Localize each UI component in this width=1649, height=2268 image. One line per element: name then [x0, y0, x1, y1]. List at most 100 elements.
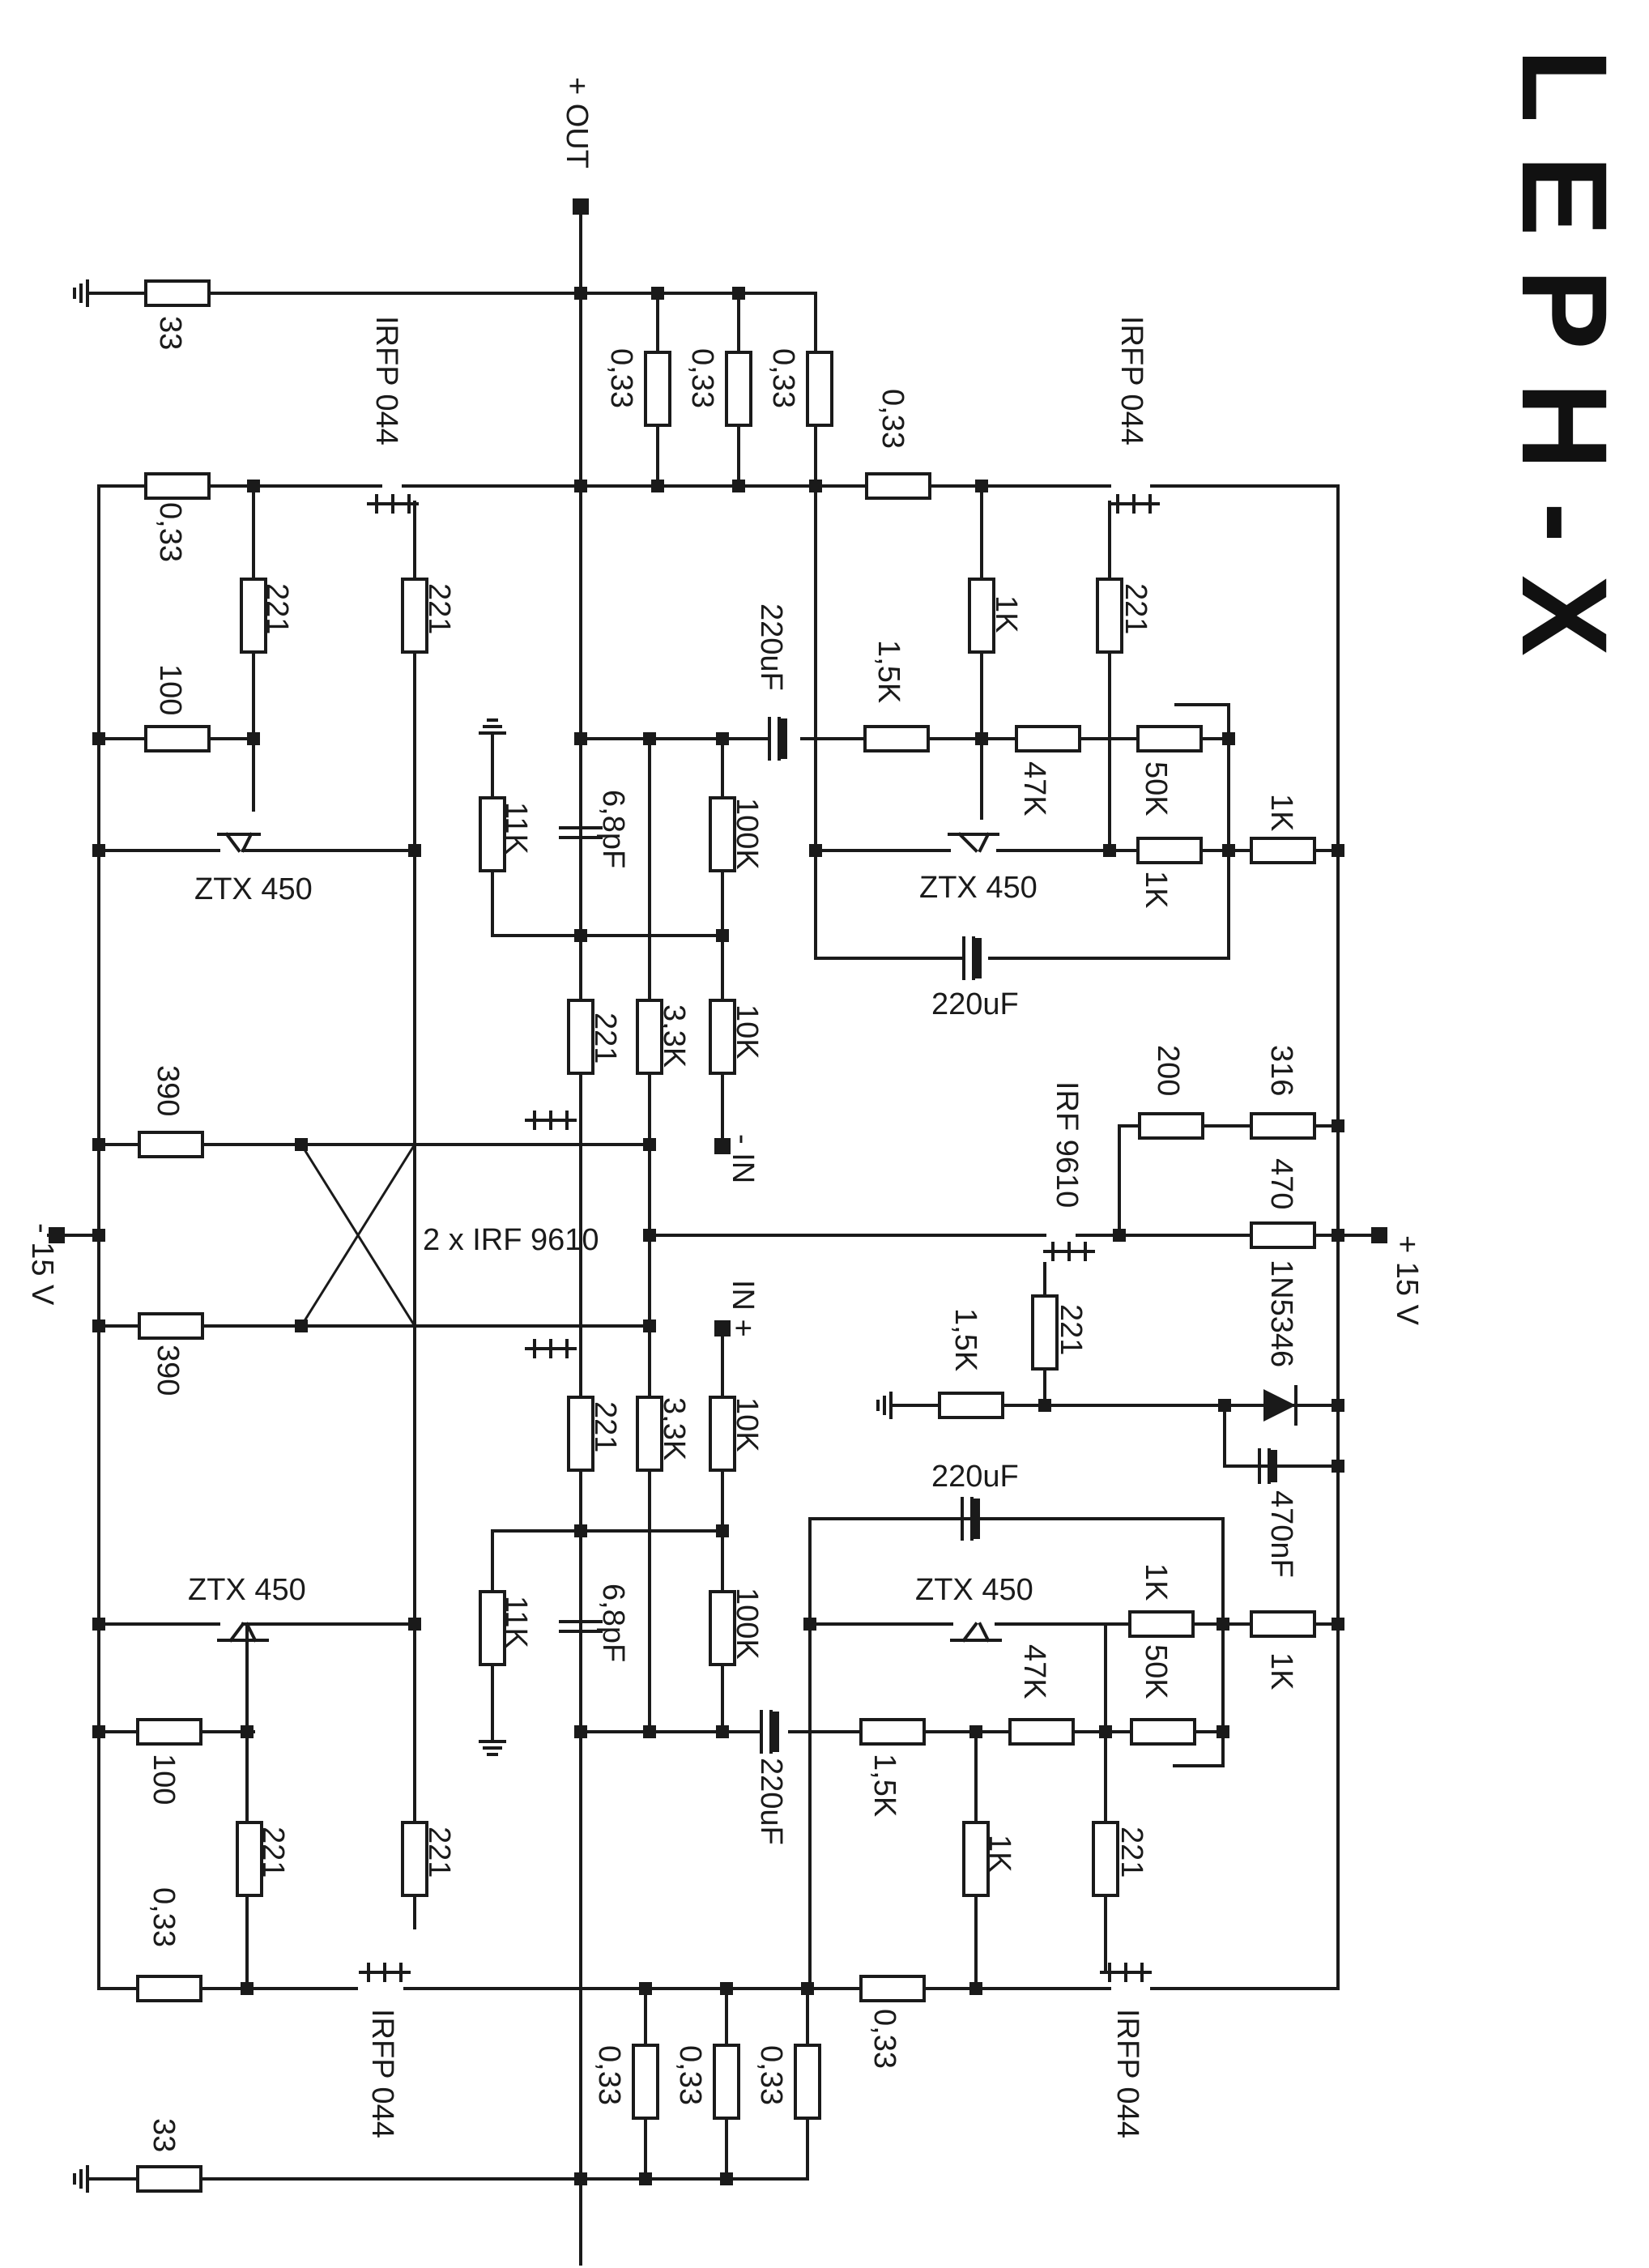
resistor-bot-par2	[713, 2044, 740, 2120]
label-top-par3: 0,33	[766, 348, 800, 408]
junction-dot	[247, 732, 260, 745]
junction-dot	[732, 480, 745, 492]
label-top-left-033: 0,33	[153, 502, 187, 562]
junction-dot	[1332, 1119, 1344, 1132]
label-pair: 2 x IRF 9610	[423, 1223, 599, 1257]
resistor-470	[1250, 1221, 1316, 1249]
resistor-top-221-right	[1096, 578, 1123, 654]
junction-dot	[969, 1725, 982, 1738]
junction-dot	[241, 1725, 254, 1738]
resistor-bot-100k	[709, 1590, 736, 1666]
ground-bot-left-icon	[73, 2165, 89, 2193]
label-top-100k: 100K	[730, 798, 764, 870]
junction-dot	[716, 929, 729, 942]
junction-dot	[1103, 844, 1116, 857]
mosfet-pair-bot	[525, 1339, 577, 1358]
label-top-par1: 0,33	[604, 348, 638, 408]
label-390-bot: 390	[151, 1345, 185, 1396]
bjt-top-left	[217, 832, 261, 853]
label-top-221-gate: 221	[588, 1013, 622, 1064]
label-bot-1k-rail: 1K	[1264, 1652, 1298, 1690]
resistor-390-top	[138, 1131, 204, 1158]
junction-dot	[639, 1982, 652, 1995]
resistor-top-100k	[709, 796, 736, 872]
label-top-par2: 0,33	[685, 348, 719, 408]
label-470nf: 470nF	[1264, 1490, 1298, 1578]
junction-dot	[574, 929, 587, 942]
label-top-15k: 1,5K	[871, 640, 905, 703]
label-top-bjt-right: ZTX 450	[919, 871, 1038, 905]
resistor-top-10k	[709, 999, 736, 1075]
label-pot200: 200	[1151, 1045, 1185, 1096]
junction-dot	[643, 732, 656, 745]
junction-dot	[92, 1725, 105, 1738]
label-bot-33k: 3,3K	[657, 1397, 691, 1460]
resistor-top-par1	[644, 351, 671, 427]
resistor-top-left-221a	[240, 578, 267, 654]
junction-dot	[716, 1725, 729, 1738]
resistor-390-bot	[138, 1312, 204, 1340]
junction-dot	[1099, 1725, 1112, 1738]
terminal-minus15	[49, 1227, 65, 1243]
label-plus15: + 15 V	[1390, 1235, 1424, 1326]
resistor-top-1k-h	[1136, 837, 1203, 864]
label-diode: 1N5346	[1264, 1260, 1298, 1367]
mosfet-bot-right	[1100, 1963, 1152, 1982]
label-bot-221-right: 221	[1114, 1827, 1148, 1878]
labels: LEPH-X + OUT - IN IN + + 15 V - 15 V 33 …	[25, 49, 1633, 2152]
mosfet-top-left	[367, 494, 419, 514]
resistor-bot-par3	[794, 2044, 821, 2120]
resistor-bot-47k	[1008, 1718, 1075, 1746]
junction-dot	[639, 2172, 652, 2185]
label-top-left-221b: 221	[422, 583, 456, 634]
mosfet-top-right	[1108, 494, 1160, 514]
label-bot-src: 0,33	[867, 2009, 901, 2069]
bjt-bot-left	[217, 1622, 269, 1643]
junction-dot	[408, 844, 421, 857]
terminal-out	[573, 198, 589, 215]
junction-dot	[92, 1229, 105, 1242]
terminal-plus15	[1371, 1227, 1387, 1243]
junction-dot	[809, 844, 822, 857]
label-bot-68pf: 6,8pF	[596, 1584, 630, 1662]
resistor-top-47k	[1015, 725, 1081, 752]
junction-dot	[643, 1229, 656, 1242]
cap-bot-fb-220uf	[961, 1497, 980, 1541]
label-bot-1k-h: 1K	[1139, 1563, 1173, 1601]
label-bot-bjt-right: ZTX 450	[915, 1573, 1033, 1607]
junction-dot	[643, 1138, 656, 1151]
junction-dot	[1332, 1399, 1344, 1412]
cap-top-fb-220uf	[962, 936, 982, 980]
resistor-top-left-221b	[401, 578, 428, 654]
mosfet-pair-top	[525, 1111, 577, 1130]
ground-top-11k-icon	[479, 718, 506, 735]
junction-dot	[92, 732, 105, 745]
cap-bot-68pf	[559, 1620, 603, 1633]
label-minus15: - 15 V	[25, 1223, 59, 1306]
junction-dot	[1332, 1229, 1344, 1242]
pot-top-50k	[1136, 725, 1203, 752]
resistor-top-221-gate	[567, 999, 594, 1075]
junction-dot	[574, 1524, 587, 1537]
junction-dot	[241, 1982, 254, 1995]
resistor-top-15k	[863, 725, 930, 752]
capacitors	[559, 717, 1297, 1754]
label-top-50k: 50K	[1139, 761, 1173, 816]
resistor-top-left-033	[144, 472, 211, 500]
junction-dot	[716, 1524, 729, 1537]
label-in-minus: - IN	[726, 1134, 760, 1183]
resistor-bot-1k-rail	[1250, 1610, 1316, 1638]
label-bot-33: 33	[147, 2118, 181, 2152]
label-bot-100k: 100K	[730, 1588, 764, 1660]
label-bot-left-221b: 221	[422, 1827, 456, 1878]
label-bot-par3: 0,33	[754, 2045, 788, 2105]
pot-200	[1138, 1112, 1204, 1140]
label-bot-par1: 0,33	[592, 2045, 626, 2105]
resistor-bot-left-033	[136, 1975, 202, 2002]
resistor-top-33	[144, 279, 211, 307]
label-bot-10k: 10K	[730, 1397, 764, 1452]
label-out: + OUT	[560, 77, 594, 168]
junction-dot	[1218, 1399, 1231, 1412]
label-top-c220: 220uF	[754, 603, 788, 691]
label-bot-bjt-left: ZTX 450	[188, 1573, 306, 1607]
